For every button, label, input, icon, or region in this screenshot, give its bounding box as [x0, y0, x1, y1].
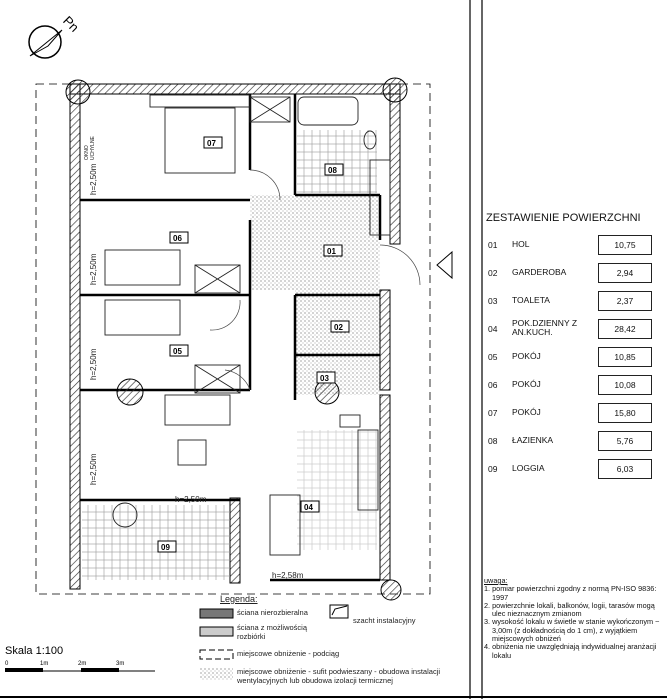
room-label-09: 09 — [161, 543, 170, 552]
svg-text:2m: 2m — [78, 661, 86, 667]
room-number: 08 — [488, 436, 498, 446]
note-item: 1. pomiar powierzchni zgodny z normą PN-… — [484, 584, 657, 602]
legend-item: ściana z możliwością rozbiórki — [237, 623, 308, 641]
svg-text:UCHYLNE: UCHYLNE — [90, 135, 96, 160]
table-row: 02 GARDEROBA 2,94 — [488, 263, 658, 283]
room-label-08: 08 — [328, 166, 337, 175]
room-name: POK.DZIENNY Z AN.KUCH. — [512, 318, 578, 337]
room-area: 10,85 — [598, 347, 652, 367]
room-area: 10,08 — [598, 375, 652, 395]
room-label-05: 05 — [173, 347, 182, 356]
legend-item: ściana nierozbieralna — [237, 608, 308, 617]
room-name: GARDEROBA — [512, 267, 567, 277]
legend-title: Legenda: — [220, 594, 258, 604]
room-label-07: 07 — [207, 139, 216, 148]
table-row: 06 POKÓJ 10,08 — [488, 375, 658, 395]
room-name: LOGGIA — [512, 463, 545, 473]
room-number: 04 — [488, 324, 498, 334]
room-name: HOL — [512, 239, 530, 249]
room-labels: 07 08 06 01 02 03 05 04 09 — [157, 136, 350, 553]
room-label-01: 01 — [327, 247, 336, 256]
room-label-04: 04 — [304, 503, 313, 512]
table-row: 05 POKÓJ 10,85 — [488, 347, 658, 367]
notes-heading: uwaga: — [484, 576, 508, 585]
note-item: 2. powierzchnie lokali, balkonów, logii,… — [484, 600, 655, 619]
svg-text:Pn: Pn — [60, 13, 82, 35]
entrance-arrow-icon — [436, 250, 453, 280]
legend-item: miejscowe obniżenie - podciąg — [237, 649, 340, 658]
svg-text:h=2,50m: h=2,50m — [89, 163, 98, 195]
room-name: POKÓJ — [512, 351, 541, 361]
room-number: 02 — [488, 268, 498, 278]
svg-text:OKNO: OKNO — [84, 145, 90, 160]
legend-item: miejscowe obniżenie - sufit podwieszany … — [237, 667, 441, 685]
room-label-03: 03 — [320, 374, 329, 383]
room-label-02: 02 — [334, 323, 343, 332]
svg-text:h=2,50m: h=2,50m — [89, 348, 98, 380]
table-row: 07 POKÓJ 15,80 — [488, 403, 658, 423]
room-area: 2,94 — [598, 263, 652, 283]
north-arrow-icon: Pn — [28, 13, 82, 59]
room-number: 01 — [488, 240, 498, 250]
svg-text:1m: 1m — [40, 661, 48, 667]
svg-text:h=2,50m: h=2,50m — [175, 495, 207, 504]
room-area: 6,03 — [598, 459, 652, 479]
room-area: 5,76 — [598, 431, 652, 451]
room-name: POKÓJ — [512, 407, 541, 417]
room-area: 15,80 — [598, 403, 652, 423]
room-number: 03 — [488, 296, 498, 306]
table-row: 08 ŁAZIENKA 5,76 — [488, 431, 658, 451]
room-name: ŁAZIENKA — [512, 435, 554, 445]
svg-text:3m: 3m — [116, 661, 124, 667]
legend-item: szacht instalacyjny — [353, 616, 416, 625]
svg-text:h=2,58m: h=2,58m — [272, 571, 304, 580]
room-label-06: 06 — [173, 234, 182, 243]
notes: uwaga: 1. pomiar powierzchni zgodny z no… — [484, 576, 664, 660]
room-area: 28,42 — [598, 319, 652, 339]
svg-text:0: 0 — [5, 661, 9, 667]
room-name: TOALETA — [512, 295, 550, 305]
summary-title: ZESTAWIENIE POWIERZCHNI — [486, 212, 641, 224]
scale-title: Skala 1:100 — [5, 645, 64, 657]
room-area: 2,37 — [598, 291, 652, 311]
table-row: 04 POK.DZIENNY Z AN.KUCH. 28,42 — [488, 319, 658, 339]
room-area: 10,75 — [598, 235, 652, 255]
room-number: 07 — [488, 408, 498, 418]
table-row: 03 TOALETA 2,37 — [488, 291, 658, 311]
svg-text:h=2,50m: h=2,50m — [89, 253, 98, 285]
note-item: 3. wysokość lokalu w świetle w stanie wy… — [484, 617, 660, 644]
room-number: 06 — [488, 380, 498, 390]
room-number: 05 — [488, 352, 498, 362]
note-item: 4. obniżenia nie uwzględniają indywidual… — [484, 642, 657, 660]
table-row: 01 HOL 10,75 — [488, 235, 658, 255]
room-number: 09 — [488, 464, 498, 474]
table-row: 09 LOGGIA 6,03 — [488, 459, 658, 479]
room-name: POKÓJ — [512, 379, 541, 389]
scale-bar: 0 1m 2m 3m — [5, 661, 155, 672]
svg-text:h=2,50m: h=2,50m — [89, 453, 98, 485]
